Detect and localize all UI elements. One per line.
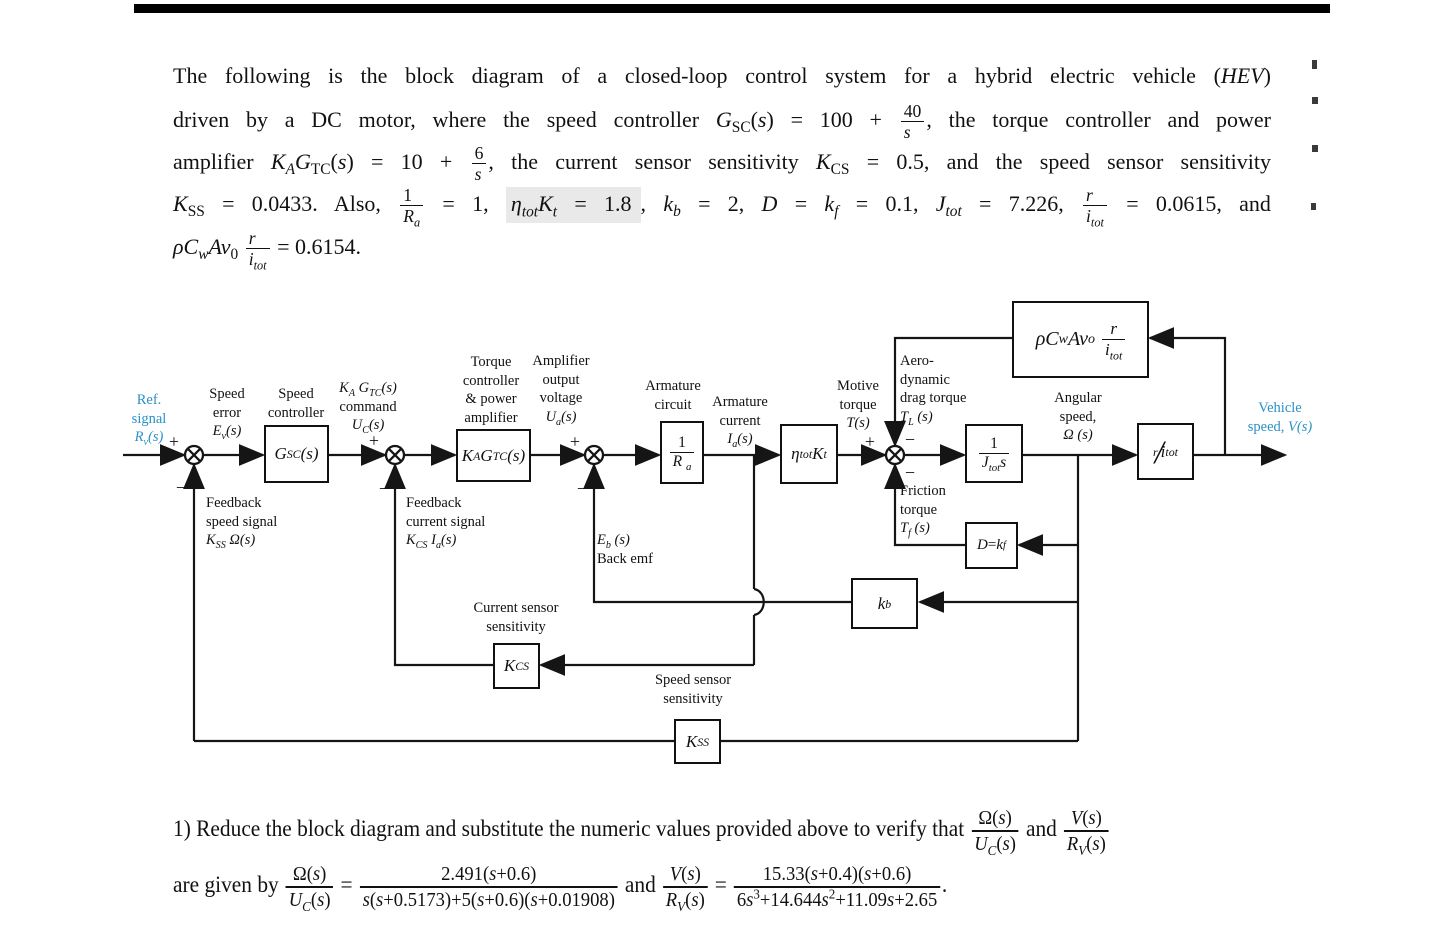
- label-torque-command: KA GTC(s) command UC(s): [339, 380, 397, 436]
- sum2-minus-sign: −: [378, 478, 390, 499]
- label-armature-circuit: Armature circuit: [645, 378, 701, 413]
- margin-artifact: [1311, 203, 1316, 210]
- label-feedback-current-signal: Feedback current signal KCS Ia(s): [406, 495, 486, 551]
- label-aero-drag-torque: Aero- dynamic drag torque TL (s): [900, 353, 967, 428]
- paragraph-line-2: driven by a DC motor, where the speed co…: [173, 101, 1272, 143]
- label-armature-current: Armature current Ia(s): [712, 394, 768, 450]
- label-torque-controller: Torque controller & power amplifier: [462, 354, 520, 426]
- sum3-minus-sign: −: [576, 478, 588, 499]
- sum4-minus-bottom-sign: −: [904, 462, 916, 483]
- label-back-emf: Eb (s) Back emf: [597, 532, 653, 567]
- sum2-plus-sign: +: [368, 430, 380, 451]
- label-current-sensor-sensitivity: Current sensor sensitivity: [473, 600, 559, 635]
- label-speed-sensor-sensitivity: Speed sensor sensitivity: [654, 672, 732, 707]
- top-black-bar: [134, 4, 1330, 13]
- label-vehicle-speed: Vehicle speed, V(s): [1247, 400, 1313, 435]
- label-speed-controller: Speed controller: [267, 386, 325, 421]
- question-line-1: 1) Reduce the block diagram and substitu…: [173, 798, 1111, 860]
- margin-artifact: [1312, 145, 1318, 152]
- label-angular-speed: Angular speed, Ω (s): [1054, 390, 1102, 443]
- summing-junction-1: [183, 444, 205, 466]
- label-speed-error: Speed error Ev(s): [209, 386, 245, 442]
- summing-junctions: [183, 444, 906, 466]
- sum3-plus-sign: +: [569, 431, 581, 452]
- label-amplifier-output: Amplifier output voltage Ua(s): [532, 353, 590, 428]
- question-line-2: are given by Ω(s)UC(s) = 2.491(s+0.6)s(s…: [173, 862, 948, 915]
- margin-artifact: [1312, 60, 1317, 69]
- sum1-plus-sign: +: [168, 431, 180, 452]
- summing-junction-4: [884, 444, 906, 466]
- sum4-minus-top-sign: −: [904, 429, 916, 450]
- sum4-plus-sign: +: [864, 431, 876, 452]
- label-motive-torque: Motive torque T(s): [837, 378, 879, 431]
- margin-artifact: [1312, 97, 1318, 104]
- label-friction-torque: Friction torque Tf (s): [900, 483, 946, 539]
- label-feedback-speed-signal: Feedback speed signal KSS Ω(s): [206, 495, 278, 551]
- paragraph-line-1: The following is the block diagram of a …: [173, 63, 1271, 88]
- sum1-minus-sign: −: [175, 477, 187, 498]
- summing-junction-3: [583, 444, 605, 466]
- label-ref-signal: Ref. signal Rv(s): [131, 392, 167, 448]
- summing-junction-2: [384, 444, 406, 466]
